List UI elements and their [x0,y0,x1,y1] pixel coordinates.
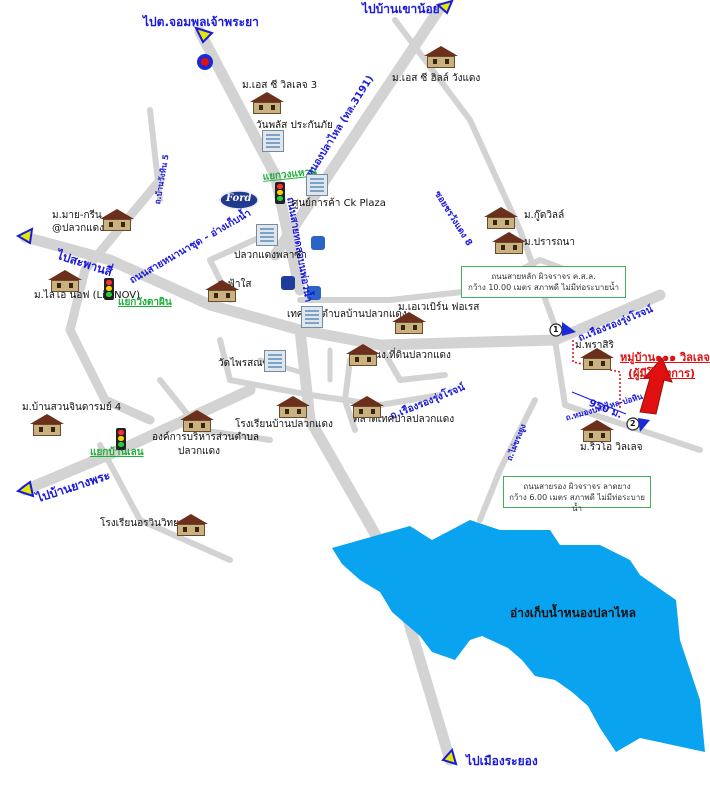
house-icon-prasiri [580,348,614,370]
info-box-main-road-line-2: กว้าง 10.00 เมตร สภาพดี ไม่มีท่อระบายน้ำ [468,283,619,292]
house-icon-school-2 [174,514,208,536]
place-land-office: สนง.ที่ดินปลวกแดง [368,350,451,361]
direction-ban-khao-noi: ไปบ้านเขาน้อย [362,2,440,16]
building-icon-municipality [301,306,323,328]
road-sec-5 [477,397,538,523]
place-school-2: โรงเรียนอรวินวิทยา [100,518,185,529]
traffic-light-icon-ban-lang [116,428,126,450]
junction-wang-tan: แยกวังตาผิน [118,297,172,308]
house-icon-es-hill [424,46,458,68]
house-icon-school-1 [276,396,310,418]
place-pluak-daeng-plaza: ปลวกแดงพลาซ่า [234,250,307,261]
traffic-light-icon-wang-tan [104,278,114,300]
house-icon-ricco [580,420,614,442]
bank-logo-icons [281,236,325,300]
ford-logo-text: Ford [226,193,252,204]
place-temple: วัดไพรสณฑ์ [218,358,271,369]
building-icon-pluak-daeng-plaza [256,224,278,246]
building-icon-temple [264,350,286,372]
house-icon-leo-nov [48,270,82,292]
road-main-west [19,231,306,336]
marker-2-flag [638,418,650,432]
direction-arrows [15,0,458,766]
place-es-village-3: ม.เอส ซี วิลเลจ 3 [242,80,318,91]
point-markers [549,322,650,432]
place-tao-1: องค์การบริหารส่วนตำบล [152,432,260,443]
house-icon-good-will [484,207,518,229]
place-ricco: ม.ริวโอ วิลเลจ [580,442,643,453]
marker-1-number: 1 [553,325,559,334]
place-mai-green: ม.มาย-กรีน [52,210,102,221]
place-reservoir: อ่างเก็บน้ำหนองปลาไหล [510,606,636,620]
place-pratana: ม.ปรารถนา [524,237,575,248]
road-main-nw [194,26,306,296]
traffic-light-icon-ngam-lak [275,182,285,204]
direction-utapao: ไปต.จอมพลเจ้าพระยา [143,15,259,29]
place-school-1: โรงเรียนบ้านปลวกแดง [235,419,333,430]
road-sec-9 [377,342,448,383]
road-sec-2 [147,107,163,203]
place-municipality: เทศบาลตำบลบ้านปลวกแดง [287,309,407,320]
project-arrow [639,357,673,415]
reservoir-lake [332,520,705,752]
place-ban-suan: ม.บ้านสวนจินดารมย์ 4 [22,402,122,413]
road-sec-11 [97,442,233,563]
info-box-main-road: ถนนสายหลัก ผิวจราจร ค.ส.ล. กว้าง 10.00 เ… [461,266,626,298]
road-main-ring-west [65,175,165,425]
house-icon-pratana [492,232,526,254]
road-sec-6 [217,337,443,408]
marker-1-flag [562,322,576,336]
place-prasiri: ม.พราสิริ [575,340,614,351]
place-tao-2: ปลวกแดง [178,446,220,457]
arrow-yang-phra [15,480,35,498]
ford-logo-icon [219,190,259,210]
place-es-hill: ม.เอส ซี ฮิลล์ วังแดง [392,73,481,84]
arrow-rayong [441,747,458,766]
place-everest: ม.เอเวเบิร์น ฟอเรส [398,302,480,313]
road-main-south [294,324,456,766]
pin-icon [197,54,213,70]
place-ck-plaza: ศูนย์การค้า Ck Plaza [292,198,386,209]
building-icon-wanphlus [262,130,284,152]
house-icon-ban-suan [30,414,64,436]
place-market: ตลาดเทศบาลปลวกแดง [353,414,455,425]
road-sec-7 [342,357,358,433]
info-box-secondary-road-line-2: กว้าง 6.00 เมตร สภาพดี ไม่มีท่อระบายน้ำ [509,493,645,513]
junction-ban-lang: แยกบ้านเลน [90,447,144,458]
project-name: หมู่บ้าน๑๑๑ วิลเลจ [620,351,710,364]
info-box-secondary-road: ถนนสายรอง ผิวจราจร ลาดยาง กว้าง 6.00 เมต… [503,476,651,513]
house-icon-tao [180,410,214,432]
house-icon-market [350,396,384,418]
house-icon-es-village-3 [250,92,284,114]
road-main-north [269,2,446,261]
building-icon-ck-plaza [306,174,328,196]
info-box-secondary-road-line-1: ถนนสายรอง ผิวจราจร ลาดยาง [523,482,631,491]
arrow-khao-noi [435,0,454,15]
place-leo-nov: ม.ไลโอ นอฟ (Lio NOV) [34,290,141,301]
road-main-east [294,289,666,351]
distance-dimension-line [571,391,627,415]
house-icon-land-office [346,344,380,366]
marker-2-number: 2 [630,419,636,428]
arrow-sapphan-si [15,227,34,245]
house-icon-fa-sai [205,280,239,302]
house-icon-mai-green [100,209,134,231]
house-icon-everest [392,312,426,334]
place-mai-green-sub: @ปลวกแดง [52,223,104,234]
place-good-will: ม.กู๊ดวิลล์ [524,210,565,221]
project-route [572,340,621,408]
place-wanphlus: วันพลัส ประกันภัย [256,120,333,131]
road-sec-4 [552,337,703,453]
info-box-main-road-line-1: ถนนสายหลัก ผิวจราจร ค.ส.ล. [491,272,596,281]
direction-mueang-rayong: ไปเมืองระยอง [466,754,538,768]
arrow-utapao [194,26,214,44]
project-subtitle: (ผู้มีโครงการ) [628,367,696,380]
